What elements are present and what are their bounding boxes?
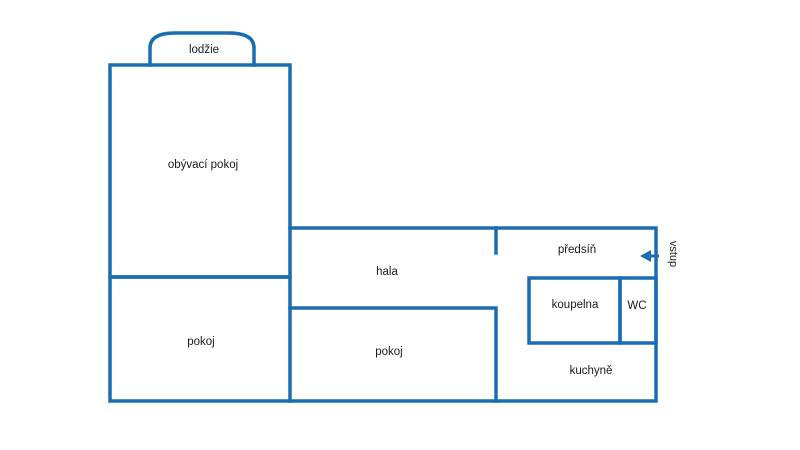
entrance-label: vstup (667, 241, 679, 267)
left-room-label: pokoj (187, 336, 215, 348)
arrow-left-icon (640, 250, 659, 262)
hall-partition-wall (288, 306, 498, 403)
balcony-wall (148, 31, 256, 67)
kitchen-label: kuchyně (570, 365, 613, 377)
foyer-label: předsíň (558, 244, 596, 256)
wc-wall (618, 276, 658, 345)
left-room-wall (108, 275, 292, 403)
center-room-label: pokoj (375, 346, 403, 358)
balcony-label: lodžie (189, 44, 219, 56)
bathroom-label: koupelna (552, 299, 599, 311)
walls (108, 31, 658, 403)
living-room-label: obývací pokoj (168, 159, 238, 171)
wc-label: WC (627, 300, 646, 312)
hall-label: hala (376, 266, 398, 278)
